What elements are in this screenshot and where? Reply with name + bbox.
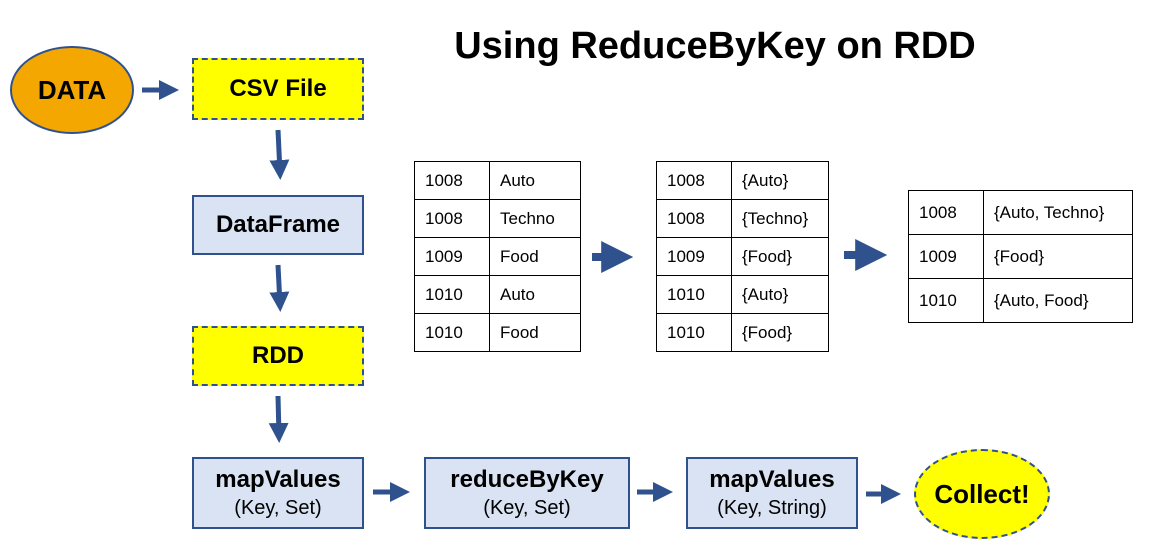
value-cell: {Auto, Food} [983, 278, 1133, 323]
reduced-table: 1008{Auto, Techno} 1009{Food} 1010{Auto,… [908, 190, 1133, 323]
reducebykey-label: reduceByKey [450, 466, 604, 493]
reducebykey-node: reduceByKey (Key, Set) [424, 457, 630, 529]
collect-node: Collect! [914, 449, 1050, 539]
value-cell: Food [489, 313, 581, 352]
table-row: 1009{Food} [908, 234, 1133, 279]
key-cell: 1010 [414, 313, 490, 352]
mapvalues-set-label: mapValues [215, 466, 341, 493]
key-cell: 1009 [656, 237, 732, 276]
value-cell: {Food} [731, 313, 829, 352]
key-cell: 1008 [656, 161, 732, 200]
key-cell: 1009 [908, 234, 984, 279]
key-cell: 1010 [656, 313, 732, 352]
value-cell: {Food} [731, 237, 829, 276]
key-cell: 1008 [908, 190, 984, 235]
value-cell: {Auto, Techno} [983, 190, 1133, 235]
mapvalues-string-sub: (Key, String) [717, 497, 827, 519]
table-row: 1008{Techno} [656, 199, 829, 238]
mapvalues-string-node: mapValues (Key, String) [686, 457, 858, 529]
value-cell: {Techno} [731, 199, 829, 238]
mapvalues-set-node: mapValues (Key, Set) [192, 457, 364, 529]
arrow-dataframe-to-rdd [269, 264, 290, 312]
reducebykey-sub: (Key, Set) [483, 497, 571, 519]
arrow-csv-to-dataframe [269, 129, 290, 180]
value-cell: Techno [489, 199, 581, 238]
dataframe-label: DataFrame [215, 211, 341, 238]
mapped-table: 1008{Auto} 1008{Techno} 1009{Food} 1010{… [656, 161, 829, 352]
rdd-node: RDD [192, 326, 364, 386]
table-row: 1010{Auto, Food} [908, 278, 1133, 323]
dataframe-node: DataFrame [192, 195, 364, 255]
table-row: 1009{Food} [656, 237, 829, 276]
data-node: DATA [10, 46, 134, 134]
table-row: 1008{Auto, Techno} [908, 190, 1133, 235]
table-row: 1008{Auto} [656, 161, 829, 200]
table-row: 1010{Food} [656, 313, 829, 352]
arrow-rdd-to-mapvalues [268, 395, 289, 443]
key-cell: 1009 [414, 237, 490, 276]
key-cell: 1010 [908, 278, 984, 323]
value-cell: Auto [489, 161, 581, 200]
key-cell: 1008 [414, 199, 490, 238]
diagram-title: Using ReduceByKey on RDD [454, 25, 976, 67]
mapvalues-string-label: mapValues [709, 466, 835, 493]
value-cell: {Auto} [731, 161, 829, 200]
csv-file-node: CSV File [192, 58, 364, 120]
mapvalues-set-sub: (Key, Set) [234, 497, 322, 519]
key-cell: 1008 [656, 199, 732, 238]
